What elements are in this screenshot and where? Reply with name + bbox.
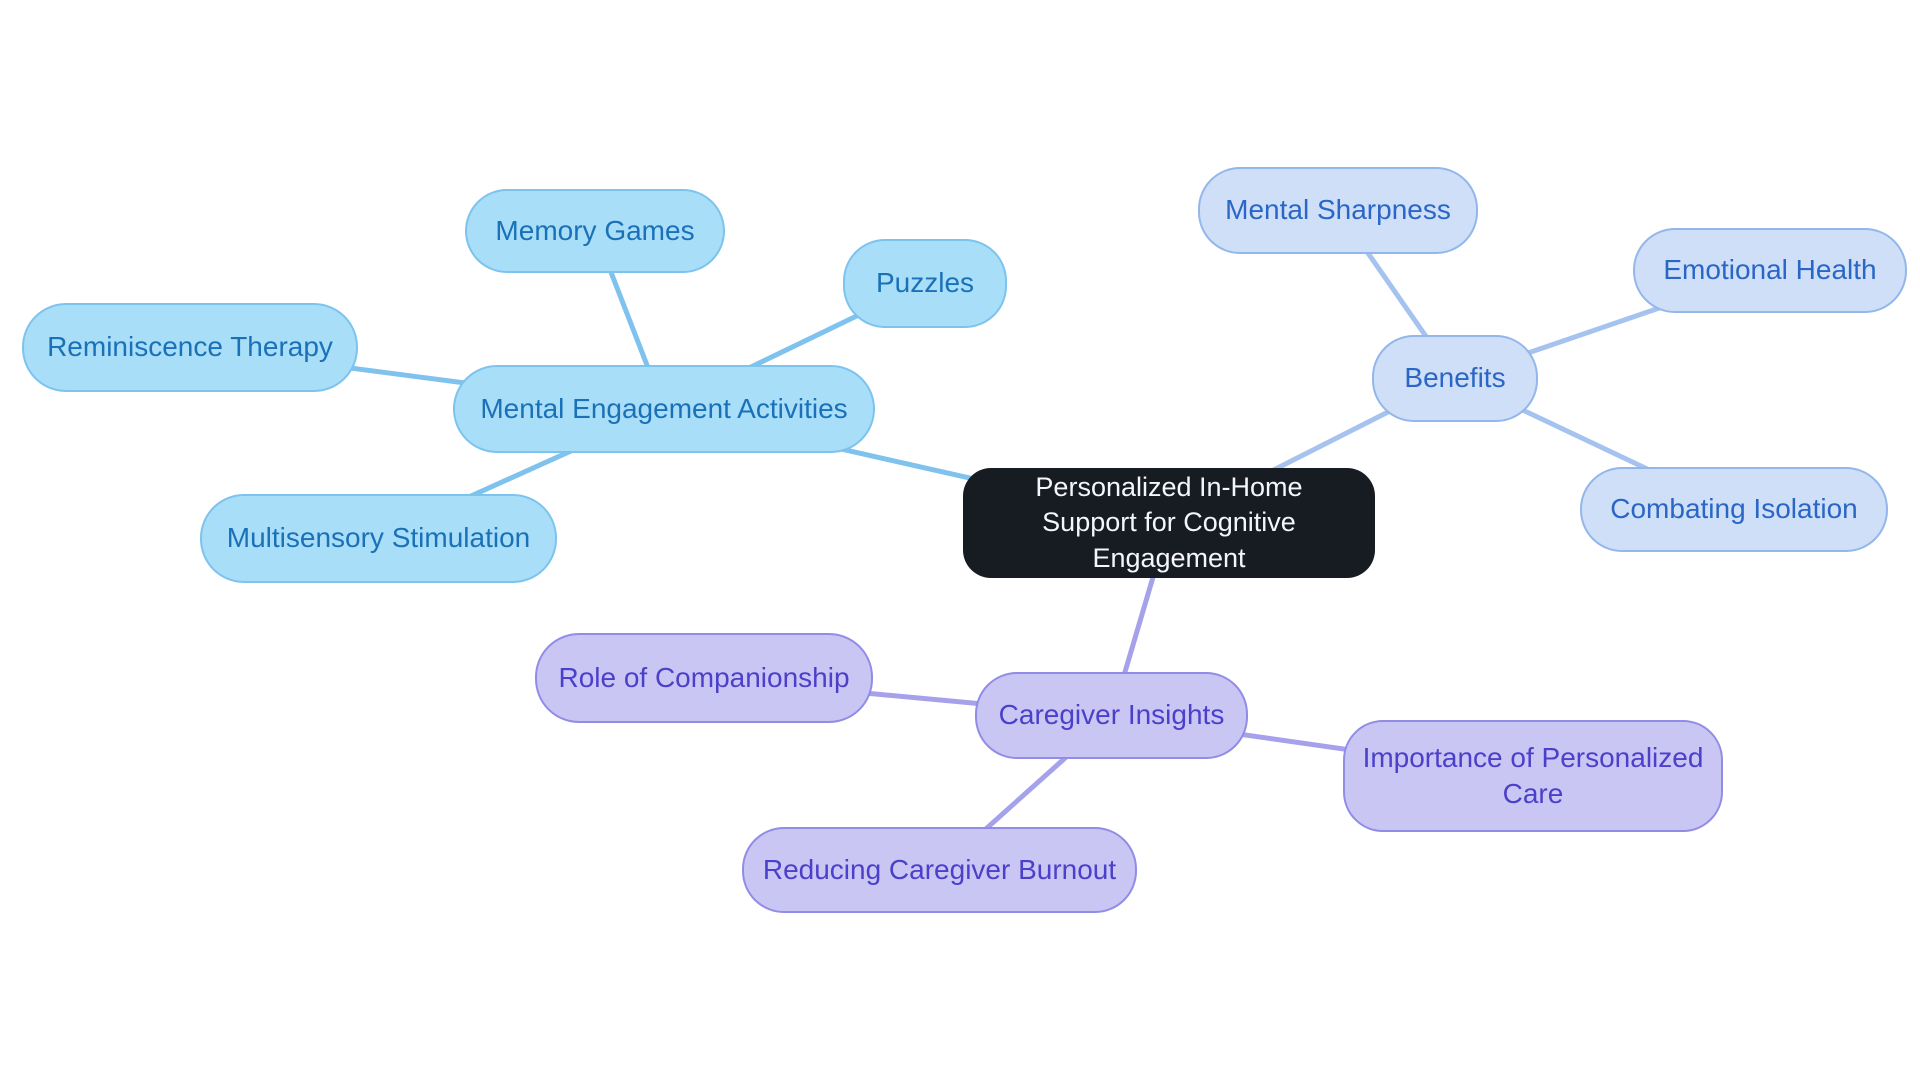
- node-emotional-health[interactable]: Emotional Health: [1633, 228, 1907, 313]
- node-reducing-caregiver-burnout[interactable]: Reducing Caregiver Burnout: [742, 827, 1137, 913]
- node-combating-isolation[interactable]: Combating Isolation: [1580, 467, 1888, 552]
- node-memory-games[interactable]: Memory Games: [465, 189, 725, 273]
- node-puzzles[interactable]: Puzzles: [843, 239, 1007, 328]
- node-mental-engagement-activities[interactable]: Mental Engagement Activities: [453, 365, 875, 453]
- node-role-of-companionship[interactable]: Role of Companionship: [535, 633, 873, 723]
- node-multisensory-stimulation[interactable]: Multisensory Stimulation: [200, 494, 557, 583]
- node-mental-sharpness[interactable]: Mental Sharpness: [1198, 167, 1478, 254]
- node-importance-of-personalized-care[interactable]: Importance of Personalized Care: [1343, 720, 1723, 832]
- node-central-topic[interactable]: Personalized In-Home Support for Cogniti…: [963, 468, 1375, 578]
- node-reminiscence-therapy[interactable]: Reminiscence Therapy: [22, 303, 358, 392]
- node-benefits[interactable]: Benefits: [1372, 335, 1538, 422]
- node-caregiver-insights[interactable]: Caregiver Insights: [975, 672, 1248, 759]
